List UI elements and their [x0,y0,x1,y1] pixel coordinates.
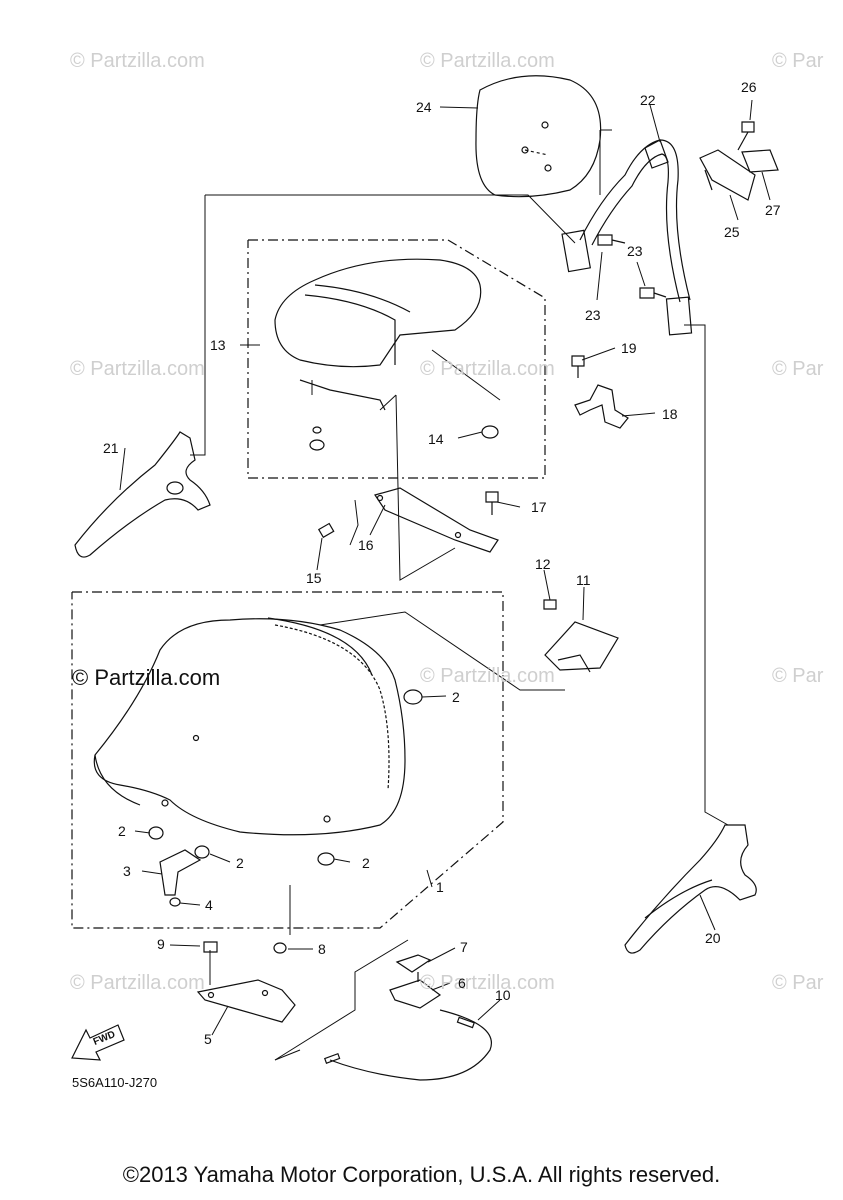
callout-14: 14 [428,431,444,447]
watermark: © Partzilla.com [420,50,555,72]
callout-11: 11 [576,572,591,588]
bracket-5 [198,980,295,1022]
nut-2d [318,853,334,865]
lock-6 [390,972,440,1008]
nut-13-sub [310,427,324,450]
callout-23: 23 [585,307,601,323]
plate-7 [397,955,430,972]
callout-13: 13 [210,337,226,353]
callout-5: 5 [204,1031,212,1047]
callout-27: 27 [765,202,781,218]
callout-18: 18 [662,406,678,422]
watermark: © Par [772,358,824,380]
group-box-rear-seat [248,240,545,478]
grab-rail-left [75,432,210,557]
leader-lines [190,130,728,1060]
callout-19: 19 [621,340,637,356]
watermark: © Par [772,972,824,994]
copyright-notice: ©2013 Yamaha Motor Corporation, U.S.A. A… [122,1162,721,1187]
callout-10: 10 [495,987,511,1003]
bolt-26 [738,122,754,150]
callout-2: 2 [118,823,126,839]
watermark: © Partzilla.com [70,358,205,380]
bolt-23b [640,288,666,298]
callout-16: 16 [358,537,374,553]
main-seat [94,618,405,835]
watermark-primary: © Partzilla.com [72,665,221,690]
backrest-pad [476,76,601,197]
watermark: © Par [772,50,824,72]
callout-23: 23 [627,243,643,259]
bracket-25 [700,150,755,200]
callout-26: 26 [741,79,757,95]
callout-4: 4 [205,897,213,913]
callout-9: 9 [157,936,165,952]
callout-25: 25 [724,224,740,240]
callout-3: 3 [123,863,131,879]
bolt-17 [486,492,498,515]
watermark: © Partzilla.com [70,972,205,994]
bolt-23a [598,235,625,245]
watermark: © Partzilla.com [420,358,555,380]
cable-10 [325,1010,492,1080]
bracket-3 [160,850,200,895]
callout-8: 8 [318,941,326,957]
diagram-code: 5S6A110-J270 [72,1075,158,1090]
bracket-18 [575,385,628,428]
bolt-19 [572,356,584,378]
fwd-arrow-icon [72,1025,124,1060]
callout-24: 24 [416,99,432,115]
watermark: © Partzilla.com [70,50,205,72]
callout-7: 7 [460,939,468,955]
callout-2: 2 [452,689,460,705]
passenger-seat [275,259,481,410]
grab-rail-right [625,825,756,953]
nut-2a [404,690,422,704]
nut-8 [274,943,286,953]
bolt-12 [544,600,556,609]
watermark: © Par [772,665,824,687]
backrest-frame [562,140,691,335]
nut-14 [482,426,498,438]
callout-6: 6 [458,975,466,991]
callout-2: 2 [236,855,244,871]
group-box-main-seat [72,592,503,928]
plate-11 [545,622,618,672]
nut-2b [149,827,163,839]
nut-4 [170,898,180,906]
watermark: © Partzilla.com [420,972,555,994]
callout-2: 2 [362,855,370,871]
watermark: © Partzilla.com [420,665,555,687]
callout-20: 20 [705,930,721,946]
bolt-15 [319,524,334,538]
callout-leaders [120,100,770,1035]
callout-12: 12 [535,556,551,572]
callout-15: 15 [306,570,322,586]
bolt-9 [204,942,217,952]
callout-22: 22 [640,92,656,108]
callout-17: 17 [531,499,547,515]
pad-27 [742,150,778,172]
callout-1: 1 [436,879,444,895]
nut-2c [195,846,209,858]
bracket-16 [375,488,498,552]
callout-21: 21 [103,440,119,456]
